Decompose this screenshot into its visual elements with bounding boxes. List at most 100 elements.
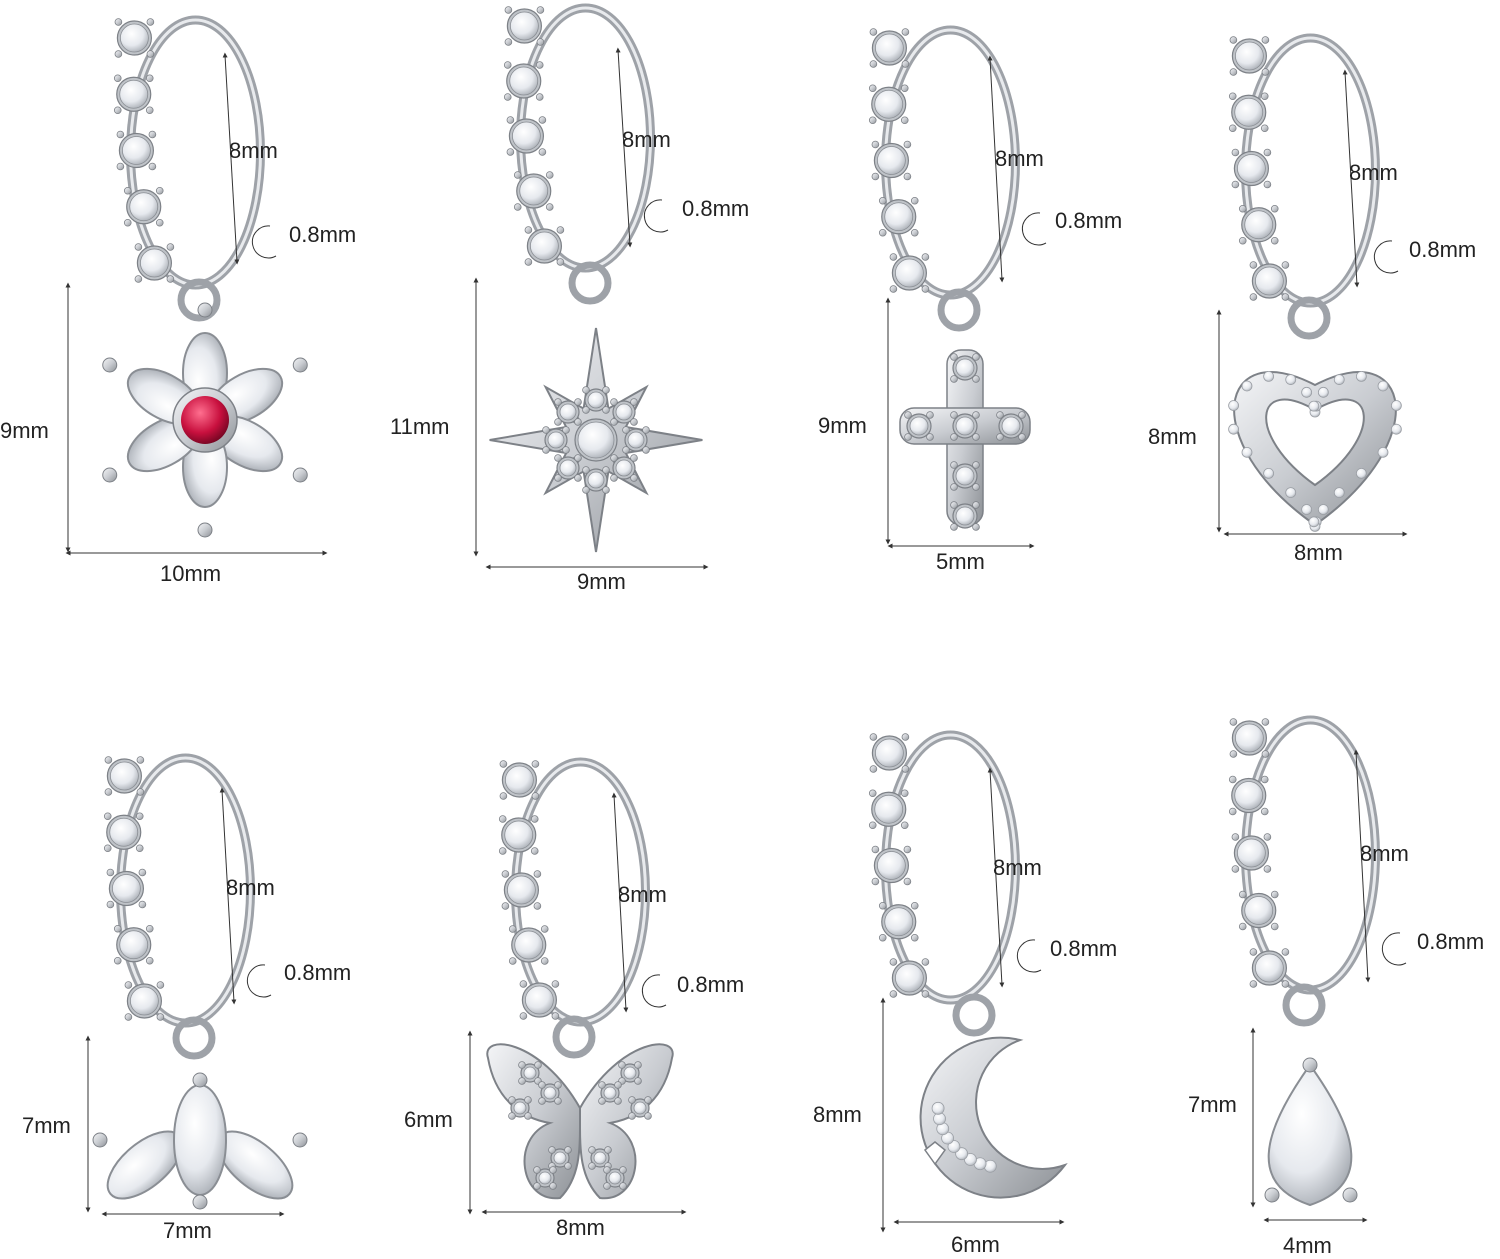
heart-pave-gem bbox=[1317, 386, 1329, 398]
prong bbox=[582, 406, 590, 414]
ruby-gem bbox=[181, 396, 229, 444]
prong bbox=[504, 6, 513, 14]
gem bbox=[877, 851, 906, 880]
prong bbox=[104, 788, 113, 796]
prong bbox=[901, 60, 910, 68]
prong bbox=[644, 1096, 652, 1104]
prong bbox=[166, 243, 175, 251]
prong bbox=[556, 258, 565, 266]
prong bbox=[972, 501, 980, 509]
prong bbox=[138, 868, 147, 877]
gem bbox=[1255, 266, 1284, 296]
prong bbox=[135, 812, 144, 821]
charm-height-label-3: 9mm bbox=[818, 413, 867, 438]
jewelry-item-heart bbox=[1216, 33, 1408, 537]
prong bbox=[950, 461, 958, 469]
ring-inner-label-3: 8mm bbox=[995, 146, 1044, 171]
charm-width-label-2: 9mm bbox=[577, 569, 626, 594]
prong bbox=[630, 398, 638, 406]
prong bbox=[603, 1182, 611, 1190]
prong bbox=[950, 483, 958, 491]
gauge-indicator bbox=[1016, 939, 1042, 973]
prong bbox=[628, 1096, 636, 1104]
prong bbox=[536, 6, 545, 14]
gem bbox=[525, 985, 554, 1015]
gem bbox=[587, 471, 605, 489]
gem bbox=[512, 121, 541, 151]
prong bbox=[564, 1146, 572, 1154]
prong bbox=[630, 454, 638, 462]
jewelry-item-butterfly bbox=[467, 757, 687, 1215]
prong bbox=[538, 148, 547, 156]
prong bbox=[604, 1146, 612, 1154]
petal-tip bbox=[292, 357, 308, 373]
prong bbox=[972, 523, 980, 531]
gem bbox=[884, 907, 914, 937]
prong bbox=[622, 426, 630, 434]
prong bbox=[628, 1112, 636, 1120]
prong bbox=[869, 733, 878, 741]
prong bbox=[868, 116, 877, 125]
gem bbox=[877, 146, 906, 175]
teardrop-prong bbox=[1264, 1187, 1280, 1203]
heart-pave-gem bbox=[1301, 504, 1313, 515]
prong bbox=[524, 1112, 532, 1120]
gem bbox=[507, 875, 536, 905]
prong bbox=[156, 1013, 165, 1021]
prong bbox=[113, 106, 122, 115]
heart-pave-gem bbox=[1355, 370, 1367, 382]
prong bbox=[106, 868, 115, 877]
heart-pave-gem bbox=[1308, 400, 1320, 412]
dimension-line bbox=[1353, 749, 1371, 983]
prong bbox=[155, 218, 164, 227]
prong bbox=[921, 253, 930, 261]
gem bbox=[615, 459, 633, 477]
gem bbox=[121, 136, 151, 165]
prong bbox=[950, 411, 958, 419]
prong bbox=[642, 446, 650, 454]
prong bbox=[554, 1081, 562, 1089]
prong bbox=[1238, 922, 1247, 931]
jump-ring bbox=[952, 993, 996, 1037]
prong bbox=[498, 815, 507, 823]
prong bbox=[533, 1166, 541, 1174]
heart-pave-gem bbox=[1377, 446, 1389, 458]
petal-tip bbox=[197, 302, 213, 318]
gem bbox=[112, 874, 141, 903]
ring-inner-label-6: 8mm bbox=[618, 882, 667, 907]
prong bbox=[145, 956, 154, 965]
gem bbox=[553, 1151, 567, 1165]
prong bbox=[562, 446, 570, 454]
ring-gauge-label-4: 0.8mm bbox=[1409, 237, 1477, 262]
charm-height-label-6: 6mm bbox=[404, 1107, 453, 1132]
gem bbox=[1255, 953, 1284, 983]
prong bbox=[901, 733, 910, 741]
gem bbox=[1237, 154, 1266, 183]
gem bbox=[895, 963, 924, 993]
prong bbox=[910, 228, 919, 237]
gauge-indicator bbox=[643, 199, 669, 233]
prong bbox=[508, 925, 517, 933]
gem bbox=[874, 794, 904, 824]
prong bbox=[1281, 261, 1290, 269]
gem bbox=[110, 761, 139, 791]
prong bbox=[1281, 980, 1290, 988]
jump-ring bbox=[177, 278, 221, 322]
prong bbox=[1249, 948, 1258, 956]
prong bbox=[501, 870, 510, 878]
prong bbox=[1249, 293, 1258, 301]
prong bbox=[972, 433, 980, 441]
prong bbox=[551, 980, 560, 988]
prong bbox=[145, 106, 154, 115]
teardrop-gem bbox=[1267, 1063, 1353, 1207]
teardrop-prong bbox=[1302, 1057, 1318, 1073]
prong bbox=[554, 418, 562, 426]
charm-width-label-6: 8mm bbox=[556, 1215, 605, 1240]
prong bbox=[602, 466, 610, 474]
prong bbox=[1228, 124, 1237, 133]
gem bbox=[543, 1086, 557, 1100]
ring-inner-label-2: 8mm bbox=[622, 127, 671, 152]
heart-pave-gem bbox=[1333, 374, 1345, 385]
prong bbox=[614, 1081, 622, 1089]
